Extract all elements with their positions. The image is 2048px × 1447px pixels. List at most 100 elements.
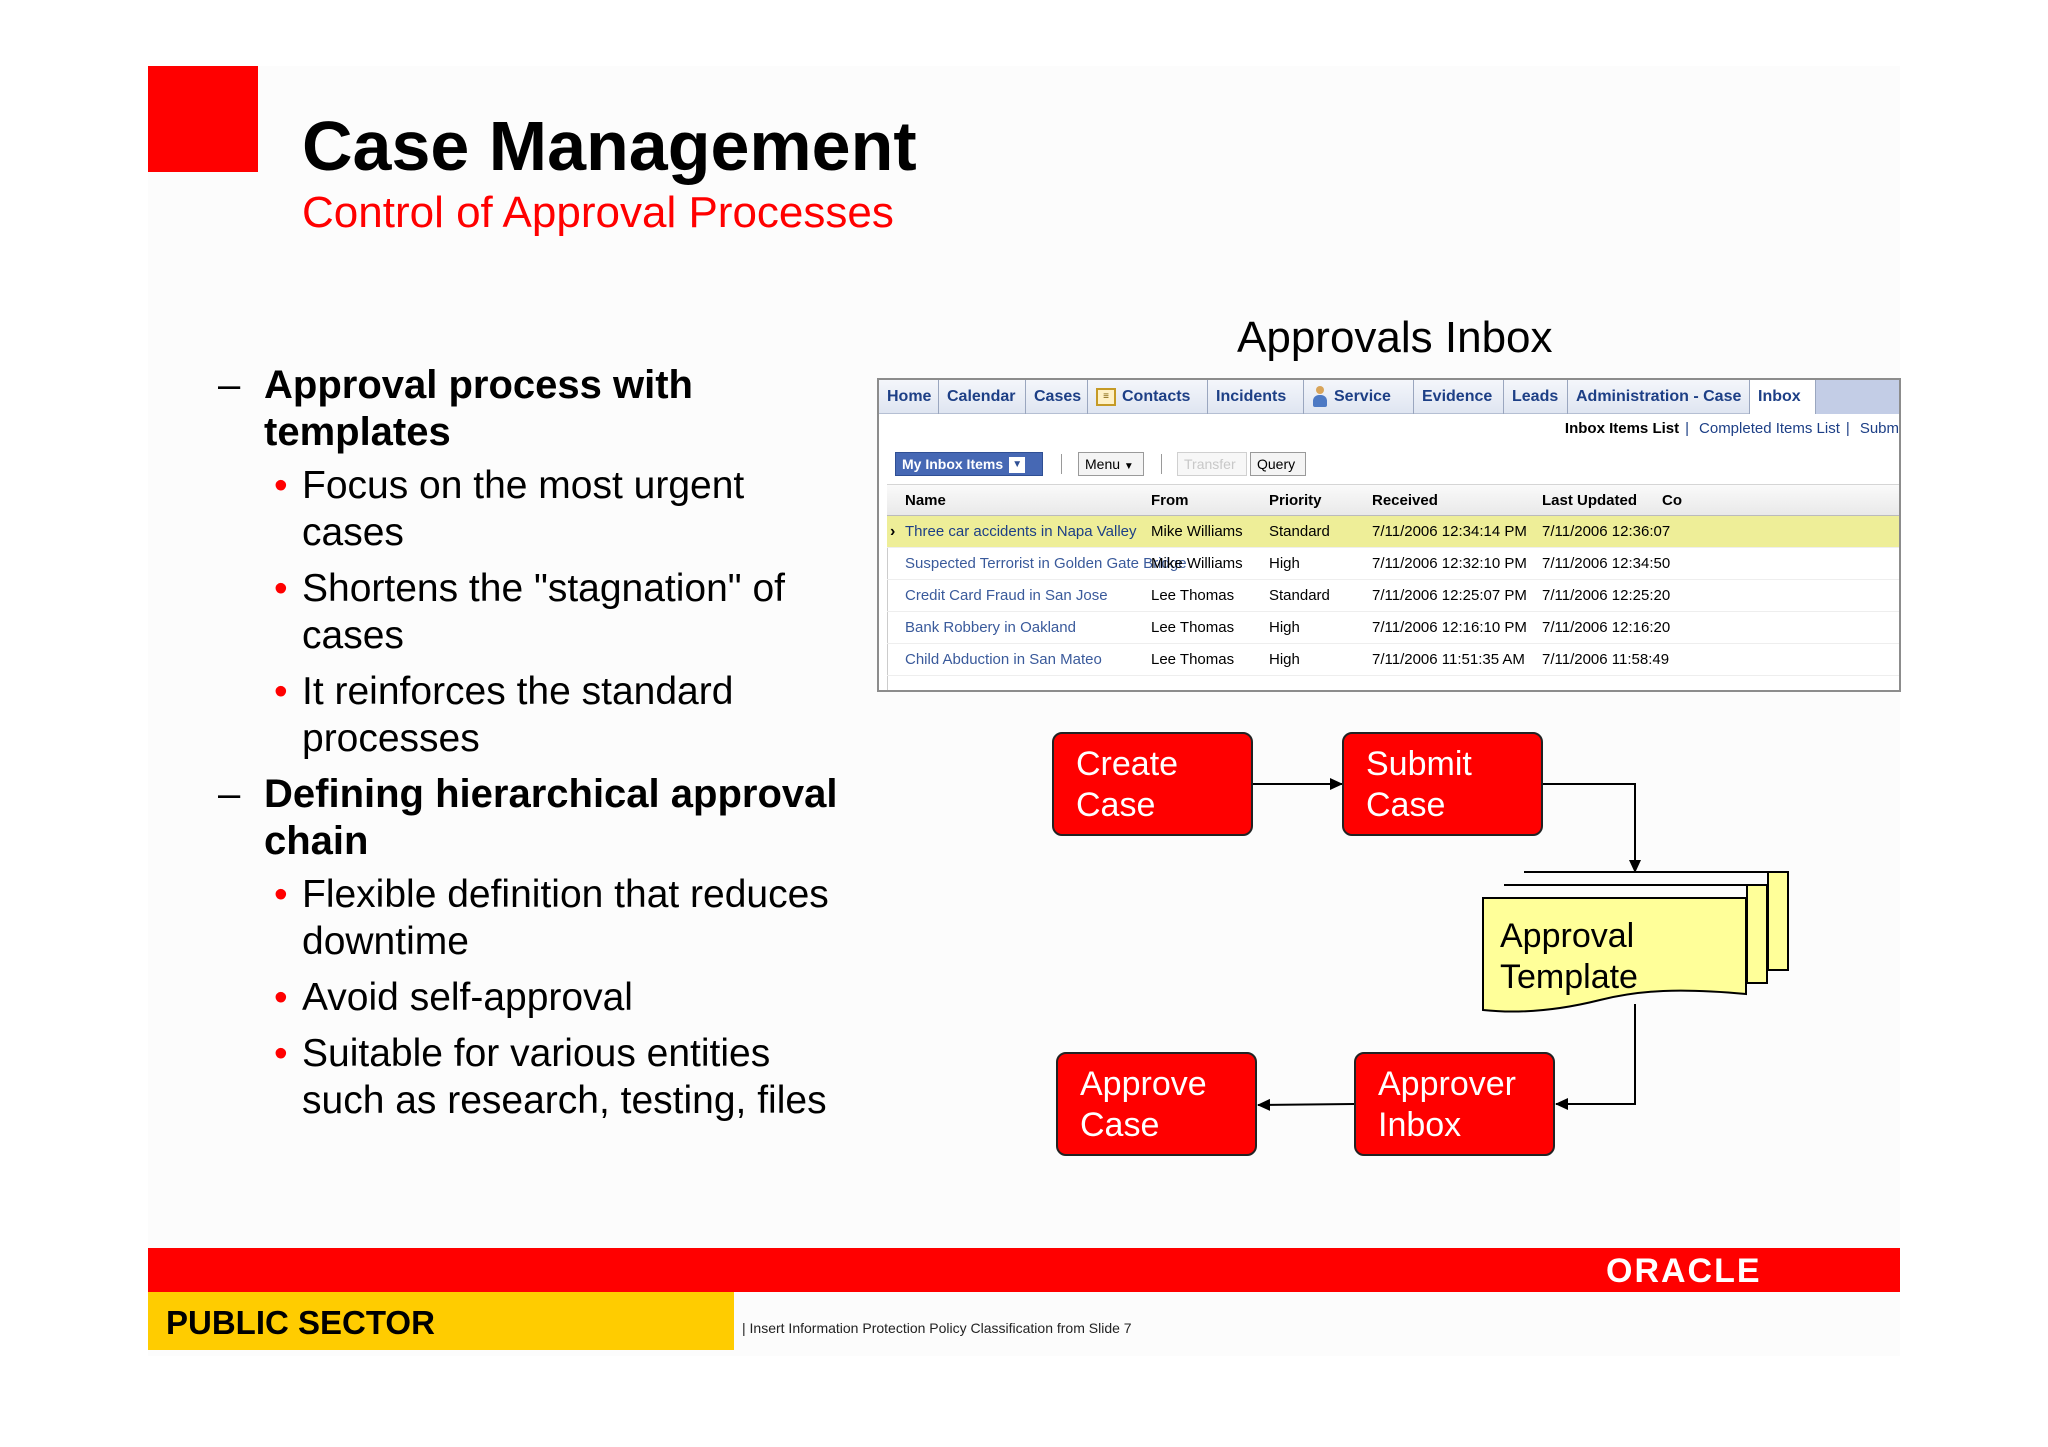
approve-case-line: Approve (1080, 1065, 1207, 1103)
cell-from: Mike Williams (1151, 555, 1243, 572)
tab-leads[interactable]: Leads (1504, 380, 1568, 414)
bullet-approval-chain: – Defining hierarchical approval chain (210, 771, 850, 865)
table-row[interactable]: Credit Card Fraud in San Jose Lee Thomas… (887, 580, 1899, 612)
column-header-last-updated[interactable]: Last Updated (1542, 492, 1638, 509)
column-header-priority[interactable]: Priority (1269, 492, 1322, 509)
cell-name[interactable]: Credit Card Fraud in San Jose (905, 587, 1108, 604)
sub-bullet-flexible: • Flexible definition that reduces downt… (210, 871, 850, 965)
approve-case-box: Approve Case (1056, 1052, 1257, 1156)
cell-name[interactable]: Three car accidents in Napa Valley (905, 523, 1137, 540)
inbox-sublinks: Inbox Items List|Completed Items List|Su… (1561, 420, 1899, 442)
cell-received: 7/11/2006 12:25:07 PM (1372, 587, 1527, 604)
cell-last-updated: 7/11/2006 11:58:49 (1542, 651, 1670, 668)
tab-bar: Home Calendar Cases ≡Contacts Incidents … (879, 380, 1899, 414)
document-middle (1504, 884, 1768, 984)
tab-service[interactable]: Service (1304, 380, 1414, 414)
table-row[interactable]: › Three car accidents in Napa Valley Mik… (887, 516, 1899, 548)
column-header-from[interactable]: From (1151, 492, 1189, 509)
sub-bullet-line: cases (302, 614, 404, 657)
dash-marker: – (218, 772, 241, 816)
cell-name[interactable]: Child Abduction in San Mateo (905, 651, 1102, 668)
document-front (1482, 897, 1747, 1013)
sub-bullet-line: cases (302, 511, 404, 554)
column-header-received[interactable]: Received (1372, 492, 1438, 509)
approval-template-line: Template (1500, 958, 1638, 996)
tab-administration-case[interactable]: Administration - Case (1568, 380, 1750, 414)
sub-bullet-line: Focus on the most urgent (302, 464, 745, 507)
bullet-line: Approval process with (264, 363, 693, 407)
card-icon: ≡ (1096, 387, 1116, 406)
sub-bullet-standard: • It reinforces the standard processes (210, 668, 850, 762)
toolbar-divider (1161, 454, 1162, 474)
tab-contacts-label: Contacts (1122, 388, 1191, 405)
approval-template-label: Approval Template (1500, 916, 1638, 998)
link-submitted-items[interactable]: Subm (1859, 420, 1899, 437)
sub-bullet-line: Shortens the "stagnation" of (302, 567, 786, 610)
cell-received: 7/11/2006 12:16:10 PM (1372, 619, 1527, 636)
row-selected-marker: › (890, 523, 896, 540)
tab-incidents[interactable]: Incidents (1208, 380, 1304, 414)
dot-marker: • (274, 567, 288, 610)
grid-left-border (887, 484, 888, 690)
table-row[interactable]: Child Abduction in San Mateo Lee Thomas … (887, 644, 1899, 676)
submit-case-box: Submit Case (1342, 732, 1543, 836)
table-row[interactable]: Bank Robbery in Oakland Lee Thomas High … (887, 612, 1899, 644)
slide-title: Case Management (302, 107, 917, 185)
column-header-name[interactable]: Name (905, 492, 946, 509)
cell-last-updated: 7/11/2006 12:34:50 (1542, 555, 1671, 572)
user-icon (1312, 385, 1328, 408)
oracle-logo: ORACLE (1606, 1252, 1762, 1290)
sub-bullet-line: It reinforces the standard (302, 670, 734, 713)
tab-evidence[interactable]: Evidence (1414, 380, 1504, 414)
toolbar-divider (1061, 454, 1062, 474)
dash-marker: – (218, 363, 241, 407)
transfer-button[interactable]: Transfer (1177, 452, 1247, 476)
bullet-line: templates (264, 410, 451, 454)
link-completed-items-list[interactable]: Completed Items List (1699, 420, 1840, 437)
view-selector[interactable]: My Inbox Items▼ (895, 452, 1043, 476)
bullet-line: chain (264, 819, 369, 863)
dot-marker: • (274, 873, 288, 916)
footer-classification: | Insert Information Protection Policy C… (742, 1320, 1132, 1336)
tab-inbox[interactable]: Inbox (1750, 380, 1816, 414)
sub-bullet-entities: • Suitable for various entities such as … (210, 1030, 850, 1124)
cell-name[interactable]: Bank Robbery in Oakland (905, 619, 1076, 636)
link-separator: | (1685, 420, 1690, 437)
tab-contacts[interactable]: ≡ Contacts (1088, 380, 1208, 414)
tab-service-label: Service (1334, 388, 1391, 405)
brand-red-square (148, 66, 258, 172)
sub-bullet-line: Flexible definition that reduces (302, 873, 829, 916)
cell-received: 7/11/2006 11:51:35 AM (1372, 651, 1525, 668)
sub-bullet-urgent: • Focus on the most urgent cases (210, 462, 850, 556)
cell-priority: Standard (1269, 587, 1330, 604)
menu-button[interactable]: Menu ▼ (1078, 452, 1144, 476)
inbox-caption: Approvals Inbox (1237, 313, 1553, 362)
sub-bullet-line: processes (302, 717, 480, 760)
query-button[interactable]: Query (1250, 452, 1306, 476)
arrow-inbox-to-approve (1257, 1098, 1355, 1111)
create-case-box: Create Case (1052, 732, 1253, 836)
dot-marker: • (274, 670, 288, 713)
cell-last-updated: 7/11/2006 12:25:20 (1542, 587, 1671, 604)
tab-home[interactable]: Home (879, 380, 939, 414)
cell-name[interactable]: Suspected Terrorist in Golden Gate Bridg… (905, 555, 1187, 572)
column-header-co[interactable]: Co (1662, 492, 1682, 509)
inbox-items-table: Name From Priority Received Last Updated… (887, 484, 1899, 676)
cell-from: Lee Thomas (1151, 619, 1235, 636)
sub-bullet-stagnation: • Shortens the "stagnation" of cases (210, 565, 850, 659)
sub-bullet-self-approval: • Avoid self-approval (210, 974, 850, 1021)
table-row[interactable]: Suspected Terrorist in Golden Gate Bridg… (887, 548, 1899, 580)
footer-yellow-band (148, 1292, 734, 1350)
link-inbox-items-list[interactable]: Inbox Items List (1564, 420, 1680, 437)
create-case-line: Case (1076, 786, 1156, 824)
cell-priority: High (1269, 555, 1300, 572)
document-back (1524, 871, 1789, 971)
arrow-template-to-approver-inbox (1555, 1004, 1636, 1110)
approval-template-line: Approval (1500, 917, 1635, 955)
bullet-list: – Approval process with templates • Focu… (210, 362, 850, 1133)
tab-cases[interactable]: Cases (1026, 380, 1088, 414)
cell-from: Lee Thomas (1151, 651, 1235, 668)
tab-calendar[interactable]: Calendar (939, 380, 1026, 414)
approver-inbox-box: Approver Inbox (1354, 1052, 1555, 1156)
